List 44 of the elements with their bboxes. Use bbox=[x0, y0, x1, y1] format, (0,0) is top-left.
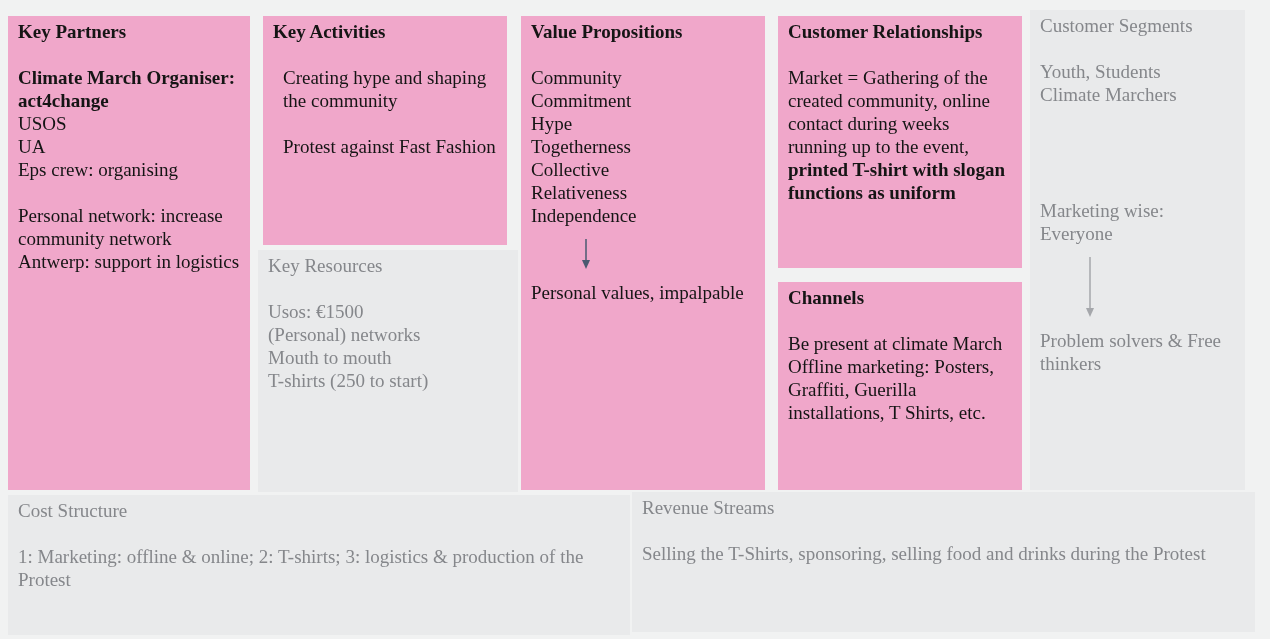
section-text: Selling the T-Shirts, sponsoring, selling food and drinks during the Protest bbox=[642, 542, 1207, 565]
canvas-section-panel bbox=[263, 16, 507, 245]
section-text: Eps crew: organising bbox=[18, 158, 180, 181]
canvas-section-panel bbox=[521, 16, 765, 490]
section-text: Relativeness bbox=[531, 181, 629, 204]
canvas-section-panel bbox=[1030, 10, 1245, 490]
section-heading: Customer Segments bbox=[1040, 14, 1194, 37]
section-text: Be present at climate March bbox=[788, 332, 1004, 355]
section-text: Hype bbox=[531, 112, 574, 135]
section-text: Togetherness bbox=[531, 135, 632, 158]
section-text: UA bbox=[18, 135, 47, 158]
section-text: Independence bbox=[531, 204, 638, 227]
section-text: Protest against Fast Fashion bbox=[283, 135, 497, 158]
section-heading: Key Partners bbox=[18, 20, 128, 43]
canvas-section-panel bbox=[778, 282, 1022, 490]
section-text: (Personal) networks bbox=[268, 323, 422, 346]
section-heading: Key Resources bbox=[268, 254, 384, 277]
section-text: USOS bbox=[18, 112, 68, 135]
section-heading: Customer Relationships bbox=[788, 20, 984, 43]
section-text: Community bbox=[531, 66, 623, 89]
canvas-section-panel bbox=[778, 16, 1022, 268]
section-heading: Value Propositions bbox=[531, 20, 684, 43]
section-text: Creating hype and shaping the community bbox=[283, 66, 488, 112]
section-text: Personal network: increase community network bbox=[18, 204, 224, 250]
section-text: Personal values, impalpable bbox=[531, 281, 745, 304]
section-text: Offline marketing: Posters, Graffiti, Guerilla installations, T Shirts, etc. bbox=[788, 355, 995, 424]
section-text: Climate Marchers bbox=[1040, 83, 1178, 106]
section-text: 1: Marketing: offline & online; 2: T-shirts; 3: logistics & production of the Protest bbox=[18, 545, 585, 591]
canvas-section-panel bbox=[8, 16, 250, 490]
section-text: Problem solvers & Free thinkers bbox=[1040, 329, 1222, 375]
section-text: Usos: €1500 bbox=[268, 300, 365, 323]
section-text: Commitment bbox=[531, 89, 633, 112]
section-text: Marketing wise: Everyone bbox=[1040, 199, 1165, 245]
section-text: Youth, Students bbox=[1040, 60, 1162, 83]
section-text: T-shirts (250 to start) bbox=[268, 369, 430, 392]
section-text: Climate March Organiser: act4change bbox=[18, 66, 237, 112]
section-heading: Channels bbox=[788, 286, 866, 309]
section-heading: Key Activities bbox=[273, 20, 387, 43]
section-heading: Cost Structure bbox=[18, 499, 129, 522]
section-text: Market = Gathering of the created community, online contact during weeks running up to the event, printed T-shirt with slogan functions as uniform bbox=[788, 66, 1006, 204]
section-text: Mouth to mouth bbox=[268, 346, 393, 369]
section-text: Collective bbox=[531, 158, 611, 181]
section-text: Antwerp: support in logistics bbox=[18, 250, 240, 273]
section-heading: Revenue Streams bbox=[642, 496, 776, 519]
